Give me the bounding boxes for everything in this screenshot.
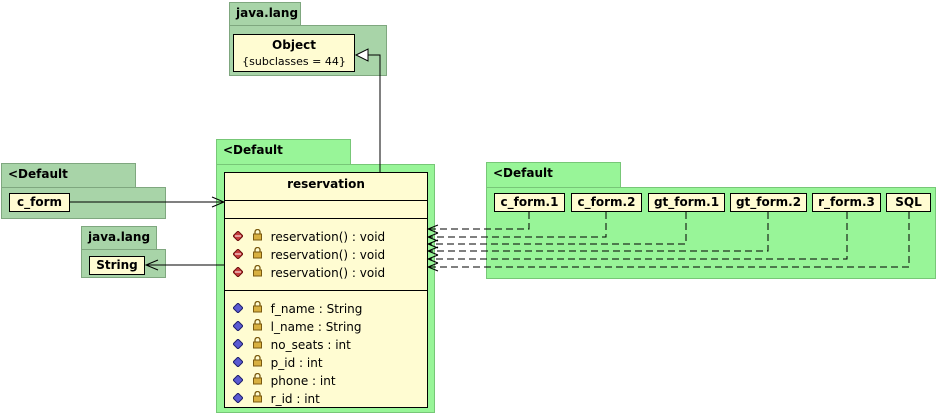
attribute-label: f_name : String [270, 302, 363, 316]
object-package-name: java.lang [236, 6, 299, 20]
lock-icon [252, 300, 263, 318]
dependency-line-c-form-1 [428, 212, 530, 230]
object-class-name: Object [272, 38, 316, 52]
attribute-row[interactable]: phone : int [232, 372, 336, 390]
attribute-row[interactable]: l_name : String [232, 318, 362, 336]
dependency-arrowhead [426, 246, 439, 256]
attribute-row[interactable]: f_name : String [232, 300, 363, 318]
dependency-line-gt-form-2 [428, 212, 769, 252]
dependency-line-c-form-2 [428, 212, 607, 238]
dependency-line-r-form-3 [428, 212, 848, 260]
operation-row[interactable]: reservation() : void [232, 246, 386, 264]
dependency-arrowhead [426, 224, 439, 234]
object-class[interactable]: Object {subclasses = 44} [233, 34, 355, 72]
lock-icon [252, 246, 263, 264]
gt-form-2-class-name: gt_form.2 [735, 195, 802, 209]
operation-icon [232, 229, 244, 246]
attribute-label: p_id : int [270, 356, 323, 370]
operation-separator [225, 290, 427, 291]
attribute-icon [232, 373, 244, 390]
gt-form-1-class[interactable]: gt_form.1 [648, 193, 725, 212]
operation-row[interactable]: reservation() : void [232, 228, 386, 246]
dependency-arrowhead [426, 239, 439, 249]
attribute-label: l_name : String [270, 320, 362, 334]
object-class-note: {subclasses = 44} [242, 55, 346, 68]
string-association-arrowhead [144, 259, 159, 271]
operation-row[interactable]: reservation() : void [232, 264, 386, 282]
c-form-1-class-name: c_form.1 [500, 195, 559, 209]
attribute-row[interactable]: p_id : int [232, 354, 323, 372]
gt-form-1-class-name: gt_form.1 [653, 195, 720, 209]
c-form-class-name: c_form [17, 195, 62, 209]
operation-icon [232, 265, 244, 282]
generalization-arrowhead [354, 48, 369, 62]
operation-label: reservation() : void [270, 266, 386, 280]
string-package-name: java.lang [88, 230, 151, 244]
dependency-arrowhead [426, 232, 439, 242]
c-form-1-class[interactable]: c_form.1 [494, 193, 565, 212]
lock-icon [252, 318, 263, 336]
lock-icon [252, 336, 263, 354]
sql-class[interactable]: SQL [886, 193, 931, 212]
sql-class-name: SQL [895, 195, 922, 209]
attribute-label: no_seats : int [270, 338, 351, 352]
r-form-3-class[interactable]: r_form.3 [812, 193, 881, 212]
dependency-arrowhead [426, 262, 439, 272]
r-form-3-class-name: r_form.3 [818, 195, 875, 209]
lock-icon [252, 372, 263, 390]
attribute-label: r_id : int [270, 392, 320, 406]
generalization-line [368, 54, 381, 172]
reservation-class[interactable]: reservation reservation() : void reserva… [224, 172, 428, 408]
string-class[interactable]: String [89, 256, 145, 275]
dependency-line-gt-form-1 [428, 212, 687, 245]
attribute-icon [232, 301, 244, 318]
lock-icon [252, 264, 263, 282]
operation-label: reservation() : void [270, 248, 386, 262]
operation-label: reservation() : void [270, 230, 386, 244]
lock-icon [252, 390, 263, 408]
gt-form-2-class[interactable]: gt_form.2 [730, 193, 807, 212]
attribute-icon [232, 355, 244, 372]
attribute-label: phone : int [270, 374, 336, 388]
operation-icon [232, 247, 244, 264]
c-form-2-class-name: c_form.2 [577, 195, 636, 209]
c-form-class[interactable]: c_form [9, 193, 70, 212]
c-form-2-class[interactable]: c_form.2 [571, 193, 642, 212]
attribute-icon [232, 391, 244, 408]
lock-icon [252, 354, 263, 372]
string-class-name: String [96, 258, 138, 272]
attribute-row[interactable]: no_seats : int [232, 336, 351, 354]
name-separator [225, 200, 427, 201]
object-package-tab[interactable]: java.lang [229, 2, 301, 25]
dependency-line-sql [428, 212, 910, 268]
attribute-icon [232, 319, 244, 336]
lock-icon [252, 228, 263, 246]
attribute-separator [225, 218, 427, 219]
string-package-tab[interactable]: java.lang [81, 226, 157, 249]
attribute-icon [232, 337, 244, 354]
c-form-association-arrowhead [211, 196, 226, 208]
reservation-class-name: reservation [287, 177, 365, 191]
dependency-arrowhead [426, 254, 439, 264]
attribute-row[interactable]: r_id : int [232, 390, 320, 408]
